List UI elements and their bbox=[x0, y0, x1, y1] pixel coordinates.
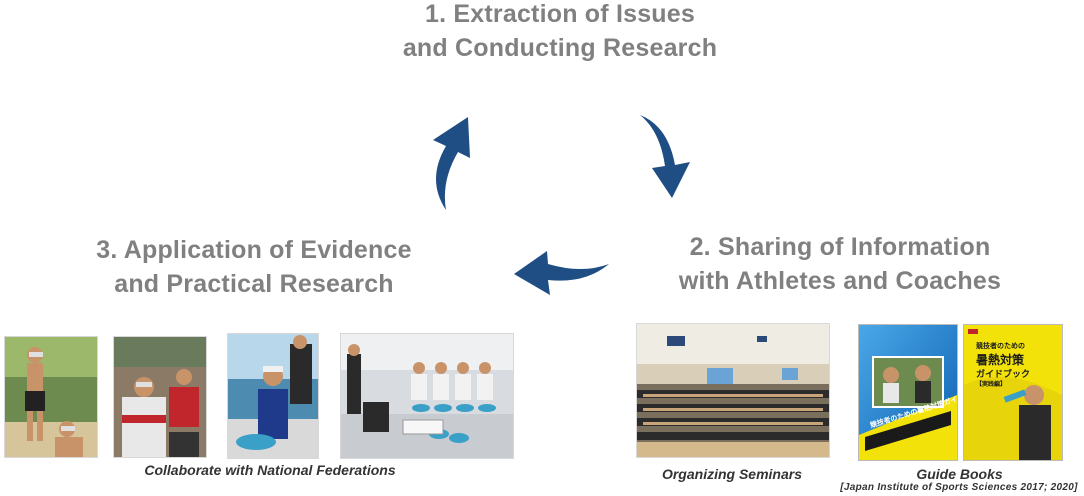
guidebook-cover-1: 競技者のための暑熱対策ガイドブック bbox=[858, 324, 958, 461]
seminars-caption: Organizing Seminars bbox=[661, 466, 803, 482]
step-3-line-1: 3. Application of Evidence bbox=[96, 236, 412, 264]
indoor-group-cooling-photo bbox=[340, 333, 514, 459]
arrow-step2-to-step3 bbox=[514, 251, 609, 295]
step-1-line-1: 1. Extraction of Issues bbox=[425, 0, 695, 28]
step-2-line-1: 2. Sharing of Information bbox=[689, 233, 991, 261]
step-1-line-2: and Conducting Research bbox=[402, 34, 718, 62]
guidebook-2-subtitle: 【実践編】 bbox=[976, 381, 1007, 388]
guidebook-2-line-1: 競技者のための bbox=[976, 342, 1025, 350]
step-2-line-2: with Athletes and Coaches bbox=[678, 267, 1002, 295]
step-3-title: 3. Application of Evidence and Practical… bbox=[54, 233, 454, 301]
step-2-title: 2. Sharing of Information with Athletes … bbox=[640, 230, 1040, 298]
arrow-step3-to-step1 bbox=[433, 117, 470, 210]
guidebook-2-line-3: ガイドブック bbox=[976, 370, 1031, 380]
step-3-line-2: and Practical Research bbox=[114, 270, 394, 298]
step-1-title: 1. Extraction of Issues and Conducting R… bbox=[360, 0, 760, 65]
seminar-hall-photo bbox=[636, 323, 830, 458]
athlete-outdoor-photo bbox=[4, 336, 98, 458]
arrow-step1-to-step2 bbox=[640, 115, 690, 198]
guidebooks-caption: Guide Books bbox=[916, 466, 1003, 482]
sailor-drinking-photo bbox=[227, 333, 319, 459]
guidebook-cover-2: 競技者のための 暑熱対策 ガイドブック 【実践編】 bbox=[963, 324, 1063, 461]
guidebooks-source: [Japan Institute of Sports Sciences 2017… bbox=[840, 482, 1078, 493]
athlete-cooling-photo bbox=[113, 336, 207, 458]
federations-caption: Collaborate with National Federations bbox=[144, 462, 396, 478]
guidebook-2-line-2: 暑熱対策 bbox=[976, 353, 1025, 367]
